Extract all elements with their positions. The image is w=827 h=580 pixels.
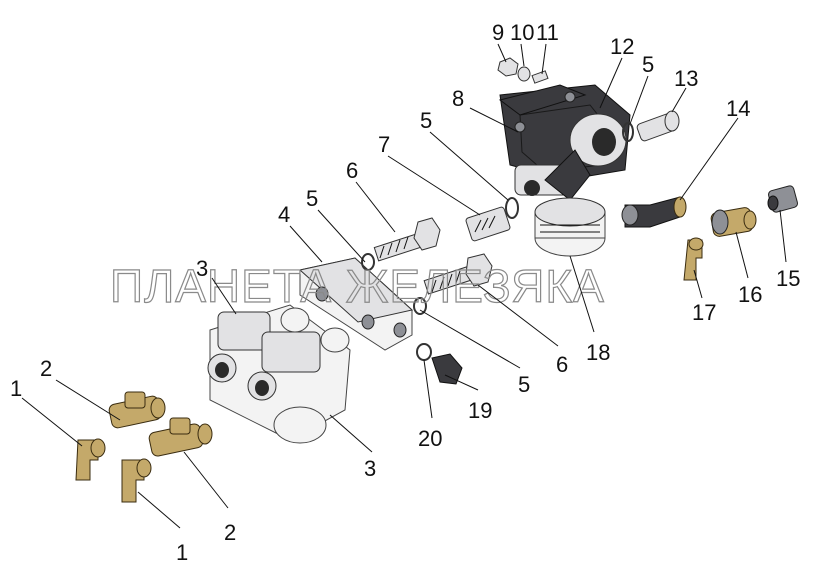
callout-10: 10 — [510, 20, 534, 45]
watermark: ПЛАНЕТА ЖЕЛЕЗЯКА — [110, 260, 605, 312]
part-8-bracket — [498, 84, 587, 133]
callout-2-upper: 2 — [40, 356, 52, 381]
callout-labels: 1 2 3 4 5 6 7 5 8 9 10 11 12 5 13 14 15 … — [10, 20, 800, 565]
callout-15: 15 — [776, 266, 800, 291]
callout-14: 14 — [726, 96, 750, 121]
part-15-connector — [767, 185, 799, 213]
callout-3-lower: 3 — [364, 456, 376, 481]
callout-7: 7 — [378, 132, 390, 157]
leader-lines — [21, 43, 787, 529]
part-6-bolt-lower — [423, 253, 493, 295]
part-16-tee — [710, 207, 757, 237]
callout-19: 19 — [468, 398, 492, 423]
callout-16: 16 — [738, 282, 762, 307]
part-1-elbow-upper — [75, 438, 106, 481]
callout-8: 8 — [452, 86, 464, 111]
part-11-stud — [531, 70, 549, 84]
part-14-elbow — [621, 196, 687, 228]
callout-4: 4 — [278, 202, 290, 227]
callout-20: 20 — [418, 426, 442, 451]
part-3-valve-assembly — [207, 304, 351, 444]
callout-1-lower: 1 — [176, 540, 188, 565]
callout-17: 17 — [692, 300, 716, 325]
part-1-elbow-lower — [121, 458, 152, 503]
callout-5-lower: 5 — [518, 372, 530, 397]
callout-5-mid: 5 — [420, 108, 432, 133]
part-19-plug — [431, 353, 463, 385]
part-2-tee-lower — [148, 417, 213, 457]
callout-5-top: 5 — [642, 52, 654, 77]
part-20-oring — [416, 343, 432, 361]
part-5-orings — [361, 122, 634, 315]
callout-5-left: 5 — [306, 186, 318, 211]
part-9-nut — [497, 57, 519, 77]
callout-6-lower: 6 — [556, 352, 568, 377]
part-18-cap — [534, 197, 606, 257]
callout-11: 11 — [536, 20, 559, 45]
part-10-washer — [517, 66, 531, 82]
callout-6-upper: 6 — [346, 158, 358, 183]
callout-2-lower: 2 — [224, 520, 236, 545]
part-6-bolt-upper — [373, 217, 441, 262]
part-7-adapter — [465, 206, 511, 242]
callout-18: 18 — [586, 340, 610, 365]
part-13-fitting — [636, 110, 680, 142]
part-2-tee-upper — [108, 391, 166, 429]
callout-1-upper: 1 — [10, 376, 22, 401]
callout-3-upper: 3 — [196, 256, 208, 281]
part-17-elbow — [683, 237, 704, 281]
callout-13: 13 — [674, 66, 698, 91]
callout-9: 9 — [492, 20, 504, 45]
part-4-manifold-block — [298, 257, 414, 351]
callout-12: 12 — [610, 34, 634, 59]
